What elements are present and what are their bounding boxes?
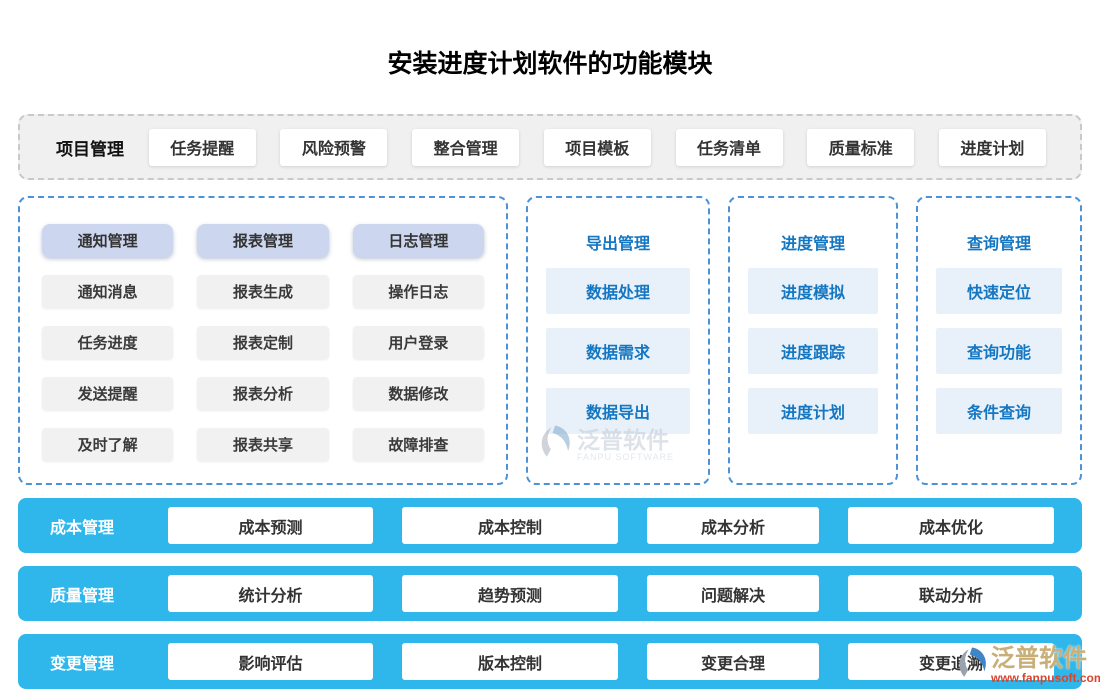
progress-button-simulation[interactable]: 进度模拟 (748, 268, 878, 314)
header-button-report[interactable]: 报表管理 (197, 224, 329, 257)
top-module-button-task-reminder[interactable]: 任务提醒 (148, 128, 256, 166)
export-button-data-processing[interactable]: 数据处理 (546, 268, 690, 314)
module-panels: 通知管理 报表管理 日志管理 通知消息 报表生成 操作日志 任务进度 报表定制 … (18, 196, 1082, 485)
change-button-version-control[interactable]: 版本控制 (402, 643, 618, 680)
cost-button-analysis[interactable]: 成本分析 (647, 507, 819, 544)
module-button[interactable]: 报表分析 (197, 377, 329, 410)
change-bar-label: 变更管理 (50, 655, 115, 673)
export-button-data-demand[interactable]: 数据需求 (546, 328, 690, 374)
quality-button-linkage-analysis[interactable]: 联动分析 (848, 575, 1054, 612)
cost-button-optimization[interactable]: 成本优化 (848, 507, 1054, 544)
cost-management-bar: 成本管理 成本预测 成本控制 成本分析 成本优化 (18, 498, 1082, 553)
top-module-button-task-list[interactable]: 任务清单 (675, 128, 783, 166)
module-button[interactable]: 及时了解 (42, 428, 174, 461)
progress-panel-header: 进度管理 (780, 236, 845, 253)
module-button[interactable]: 操作日志 (352, 275, 484, 308)
query-button-quick-locate[interactable]: 快速定位 (936, 268, 1062, 314)
quality-management-bar: 质量管理 统计分析 趋势预测 问题解决 联动分析 (18, 566, 1082, 621)
project-module-bar: 项目管理 任务提醒 风险预警 整合管理 项目模板 任务清单 质量标准 进度计划 (18, 114, 1082, 180)
page-title: 安装进度计划软件的功能模块 (387, 50, 713, 78)
module-button[interactable]: 发送提醒 (42, 377, 174, 410)
module-button[interactable]: 报表生成 (197, 275, 329, 308)
module-button[interactable]: 任务进度 (42, 326, 174, 359)
top-module-button-risk-warning[interactable]: 风险预警 (280, 128, 388, 166)
change-button-change-trace[interactable]: 变更追溯 (848, 643, 1054, 680)
query-button-condition-query[interactable]: 条件查询 (936, 388, 1062, 434)
cost-bar-buttons: 成本预测 成本控制 成本分析 成本优化 (168, 507, 1054, 544)
export-panel-header: 导出管理 (585, 236, 650, 253)
change-management-bar: 变更管理 影响评估 版本控制 变更合理 变更追溯 (18, 634, 1082, 689)
progress-panel: 进度管理 进度模拟 进度跟踪 进度计划 (728, 196, 898, 485)
header-button-log[interactable]: 日志管理 (352, 224, 484, 257)
top-module-button-quality-standard[interactable]: 质量标准 (807, 128, 915, 166)
change-button-impact-assessment[interactable]: 影响评估 (168, 643, 373, 680)
quality-bar-label: 质量管理 (50, 587, 115, 605)
notification-report-log-panel: 通知管理 报表管理 日志管理 通知消息 报表生成 操作日志 任务进度 报表定制 … (18, 196, 508, 485)
change-bar-buttons: 影响评估 版本控制 变更合理 变更追溯 (168, 643, 1054, 680)
quality-bar-buttons: 统计分析 趋势预测 问题解决 联动分析 (168, 575, 1054, 612)
project-module-label: 项目管理 (56, 139, 124, 159)
module-button[interactable]: 报表共享 (197, 428, 329, 461)
module-button[interactable]: 故障排查 (352, 428, 484, 461)
export-panel: 导出管理 数据处理 数据需求 数据导出 (526, 196, 710, 485)
top-module-button-schedule-plan[interactable]: 进度计划 (938, 128, 1046, 166)
progress-button-tracking[interactable]: 进度跟踪 (748, 328, 878, 374)
cost-button-forecast[interactable]: 成本预测 (168, 507, 373, 544)
cost-bar-label: 成本管理 (50, 519, 115, 537)
quality-button-trend-forecast[interactable]: 趋势预测 (402, 575, 618, 612)
header-button-notification[interactable]: 通知管理 (42, 224, 174, 257)
quality-button-statistics[interactable]: 统计分析 (168, 575, 373, 612)
progress-button-plan[interactable]: 进度计划 (748, 388, 878, 434)
quality-button-problem-solving[interactable]: 问题解决 (647, 575, 819, 612)
query-panel-header: 查询管理 (966, 236, 1031, 253)
top-module-button-integration[interactable]: 整合管理 (412, 128, 520, 166)
query-panel: 查询管理 快速定位 查询功能 条件查询 (916, 196, 1082, 485)
change-button-change-rationale[interactable]: 变更合理 (647, 643, 819, 680)
top-module-button-project-template[interactable]: 项目模板 (543, 128, 651, 166)
module-button[interactable]: 通知消息 (42, 275, 174, 308)
module-button[interactable]: 用户登录 (352, 326, 484, 359)
query-button-query-function[interactable]: 查询功能 (936, 328, 1062, 374)
cost-button-control[interactable]: 成本控制 (402, 507, 618, 544)
module-button[interactable]: 报表定制 (197, 326, 329, 359)
export-button-data-export[interactable]: 数据导出 (546, 388, 690, 434)
module-button[interactable]: 数据修改 (352, 377, 484, 410)
